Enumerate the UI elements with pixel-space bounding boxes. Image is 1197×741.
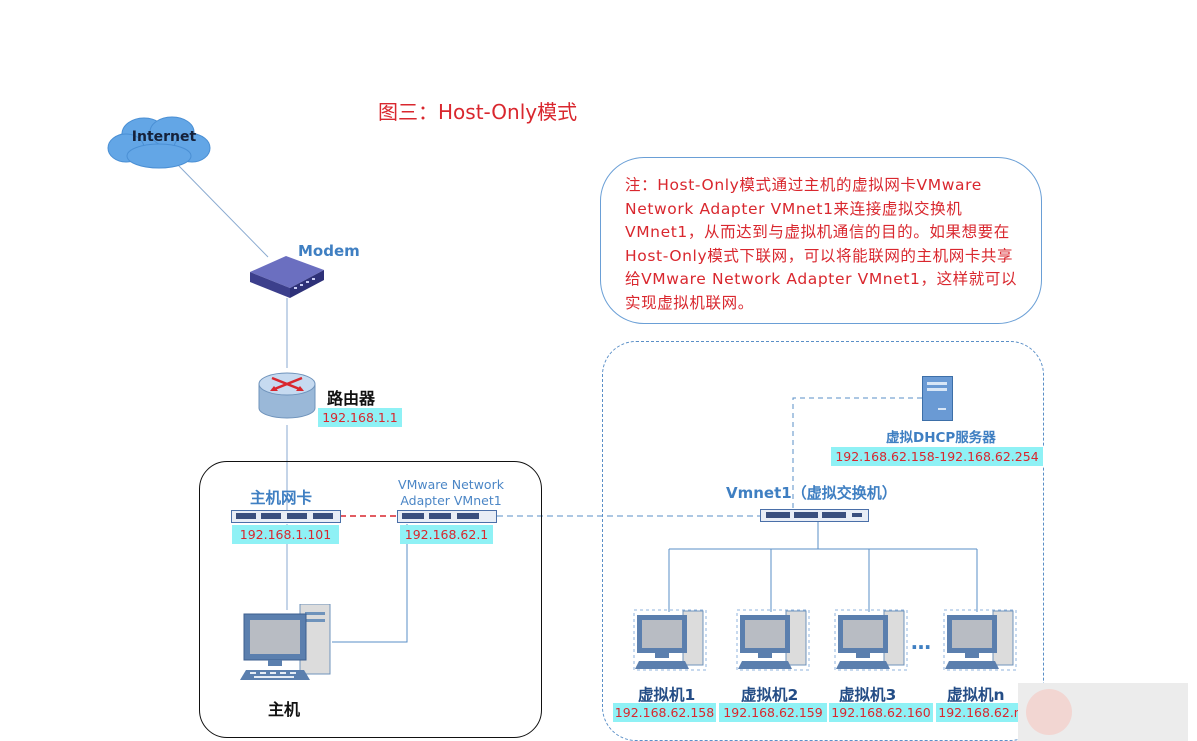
vm3-computer-icon: [834, 609, 908, 671]
vm1-computer-icon: [633, 609, 707, 671]
vm1-ip: 192.168.62.158: [612, 703, 717, 722]
router-ip: 192.168.1.1: [317, 408, 403, 427]
dhcp-label: 虚拟DHCP服务器: [886, 430, 996, 446]
note-box: 注：Host-Only模式通过主机的虚拟网卡VMware Network Ada…: [600, 157, 1042, 324]
internet-modem-link: [177, 164, 269, 258]
dhcp-ip-range: 192.168.62.158-192.168.62.254: [830, 447, 1044, 466]
diagram-title: 图三：Host-Only模式: [378, 100, 578, 124]
vmnet-adapter-label-line1: VMware Network: [398, 477, 504, 492]
host-boundary: [199, 461, 542, 738]
router-icon: [258, 372, 316, 419]
internet-label: Internet: [131, 129, 197, 145]
vm1-label: 虚拟机1: [638, 686, 696, 704]
modem-icon: [250, 256, 324, 298]
host-nic-ip: 192.168.1.101: [231, 525, 340, 544]
adapter-host-link: [332, 524, 408, 643]
virtual-switch-icon: [760, 509, 869, 522]
router-label: 路由器: [327, 389, 376, 408]
vmn-computer-icon: [943, 609, 1017, 671]
vm-ellipsis: …: [911, 630, 931, 654]
vm2-computer-icon: [736, 609, 810, 671]
watermark-logo-icon: [1026, 689, 1072, 735]
note-text: 注：Host-Only模式通过主机的虚拟网卡VMware Network Ada…: [625, 176, 1018, 312]
modem-label: Modem: [298, 242, 360, 260]
watermark: [1018, 683, 1188, 741]
host-nic-label: 主机网卡: [250, 489, 313, 507]
vm2-ip: 192.168.62.159: [718, 703, 828, 722]
vmnet-adapter-ip: 192.168.62.1: [399, 525, 494, 544]
vm3-ip: 192.168.62.160: [828, 703, 934, 722]
vmn-label: 虚拟机n: [947, 686, 1005, 704]
vmnet-adapter-label-line2: Adapter VMnet1: [400, 493, 502, 508]
vm2-label: 虚拟机2: [741, 686, 799, 704]
switch-label: Vmnet1（虚拟交换机）: [726, 484, 897, 502]
host-computer-icon: [240, 604, 331, 680]
host-nic-icon: [231, 510, 341, 523]
vmnet-adapter-icon: [397, 510, 497, 523]
internet-cloud-icon: [107, 116, 211, 169]
vmn-ip: 192.168.62.n: [935, 703, 1025, 722]
dhcp-server-icon: [922, 376, 953, 421]
vm3-label: 虚拟机3: [839, 686, 897, 704]
dhcp-switch-link: [792, 397, 922, 510]
host-label: 主机: [268, 700, 301, 719]
virtual-network-boundary: [602, 341, 1044, 741]
vmnet-adapter-label: VMware Network Adapter VMnet1: [388, 477, 514, 509]
